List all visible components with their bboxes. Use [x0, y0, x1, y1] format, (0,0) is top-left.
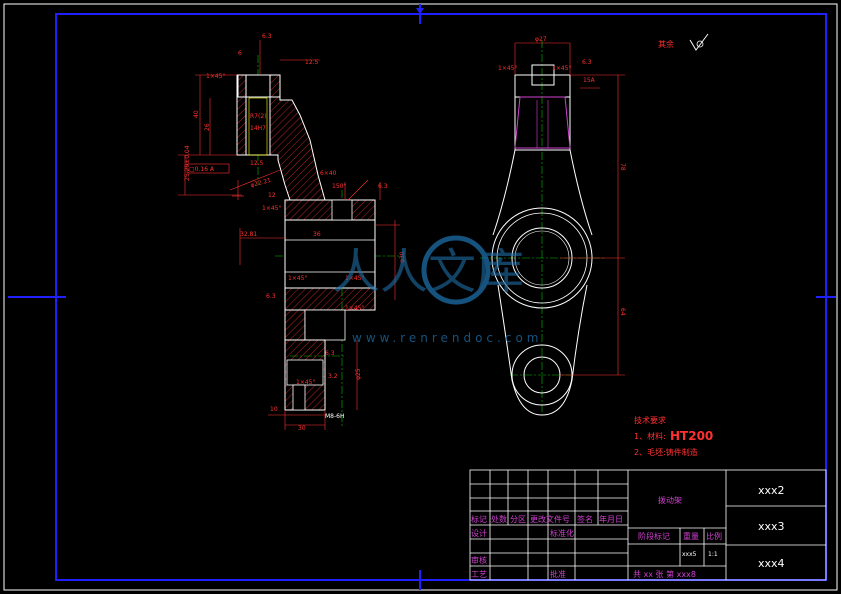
dim-26: 26	[204, 123, 211, 131]
dim-15a: 15A	[583, 77, 596, 84]
watermark-cn: 人人文库	[332, 244, 524, 300]
tb-weight-value: xxx5	[682, 551, 697, 558]
tech-notes-title: 技术要求	[634, 415, 666, 425]
dim-front-1x45a: 1×45°	[498, 65, 517, 72]
tb-drawing-no-3: xxx4	[758, 557, 785, 570]
tb-header-5: 年月日	[599, 514, 623, 524]
dim-1x45-r: 1×45°	[345, 275, 364, 282]
front-body-outline	[492, 149, 593, 381]
dim-12-5: 12.5	[305, 59, 319, 66]
front-view: φ27 1×45° 1×45° 6.3 15A 78 64	[480, 36, 626, 416]
tb-weight: 重量	[683, 531, 699, 541]
dim-32: 32.81	[240, 231, 257, 238]
tb-approve: 批准	[550, 569, 566, 579]
roughness-note: 其余	[658, 33, 709, 51]
dim-36: 36	[313, 231, 321, 238]
tb-header-2: 分区	[510, 515, 526, 524]
title-block	[469, 469, 827, 581]
dim-tol: 25.29±0.04	[184, 145, 191, 181]
dim-6-3d: 6.3	[325, 350, 335, 357]
dim-6x40: 6×40	[320, 170, 337, 177]
dim-78: 78	[619, 163, 626, 171]
tb-header-0: 标记	[471, 514, 487, 524]
dim-datum: □0.16 A	[189, 166, 215, 173]
dim-6-3c: 6.3	[266, 293, 276, 300]
tb-designer: 设计	[471, 528, 487, 538]
dim-30b: 30	[298, 425, 306, 432]
dim-1x45-top: 1×45°	[206, 73, 225, 80]
tb-drawing-no-2: xxx3	[758, 520, 785, 533]
hub-bore	[284, 219, 376, 289]
roughness-label: 其余	[658, 39, 674, 49]
front-upper-fork	[514, 74, 571, 151]
tb-scale: 比例	[706, 531, 722, 541]
dim-14h7: 14H7	[250, 125, 266, 132]
dim-3-2: 3.2	[328, 373, 338, 380]
dim-6: 6	[238, 50, 242, 57]
dim-10: 10	[270, 406, 278, 413]
dim-25: φ25	[355, 368, 362, 380]
tb-header-1: 处数	[491, 514, 507, 524]
dim-1x45-l: 1×45°	[288, 275, 307, 282]
dim-bore: φ22.21	[250, 177, 272, 189]
dim-27: φ27	[535, 36, 547, 43]
drawing-frame	[3, 3, 838, 591]
dim-r: R7(2)	[250, 113, 267, 120]
dim-m8: M8-6H	[325, 413, 345, 420]
section-view: 1×45° 12.5 6 40 26 R7(2) 14H7 6.3 12.5 2…	[178, 33, 406, 432]
dim-40: 40	[193, 110, 200, 118]
dim-12-5b: 12.5	[250, 160, 264, 167]
dim-64: 64	[619, 308, 626, 316]
tb-stage-mark: 阶段标记	[638, 531, 670, 541]
tb-process: 工艺	[471, 570, 487, 579]
tech-notes: 技术要求 1、材料: HT200 2、毛坯:铸件制造	[634, 415, 713, 457]
dim-12: 12	[268, 192, 276, 199]
tb-drawing-no-1: xxx2	[758, 484, 785, 497]
section-dimension-lines	[178, 40, 400, 430]
tb-reviewer: 审核	[471, 555, 487, 565]
tb-header-4: 签名	[577, 514, 593, 524]
watermark: 人人文库 www.renrendoc.com	[332, 235, 542, 345]
dim-150: 150°	[332, 183, 346, 190]
tb-part-name: 拨动架	[658, 495, 682, 505]
watermark-url: www.renrendoc.com	[352, 331, 542, 345]
dim-front-1x45b: 1×45°	[552, 65, 571, 72]
dim-6-3b: 6.3	[378, 183, 388, 190]
dim-30: φ30	[399, 251, 406, 263]
tech-notes-line1-prefix: 1、材料:	[634, 431, 666, 441]
tb-header-3: 更改文件号	[530, 514, 570, 524]
dim-1x45-mid: 1×45°	[262, 205, 281, 212]
tech-notes-material: HT200	[670, 429, 713, 443]
dim-6-3a: 6.3	[262, 33, 272, 40]
dim-front-6-3: 6.3	[582, 59, 592, 66]
tb-scale-value: 1:1	[708, 551, 718, 558]
lower-arm-section	[284, 309, 306, 341]
dim-1x45-bb: 1×45°	[296, 379, 315, 386]
title-block-text: 标记 处数 分区 更改文件号 签名 年月日 设计 标准化 审核 工艺 批准 阶段…	[471, 484, 785, 579]
tb-standardize: 标准化	[550, 528, 574, 538]
dim-1x45-b: 1×45°	[345, 305, 364, 312]
tb-sheets: 共 xx 张 第 xxx8	[633, 569, 696, 579]
lower-bore	[286, 359, 324, 386]
tech-notes-line2: 2、毛坯:铸件制造	[634, 447, 698, 457]
datum-box	[186, 163, 230, 174]
